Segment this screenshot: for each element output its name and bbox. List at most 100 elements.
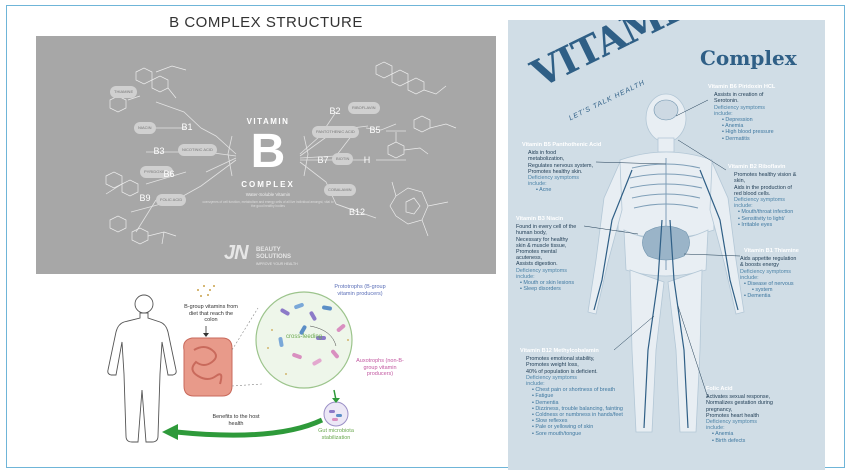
b12-text: Promotes emotional stability,	[526, 356, 595, 363]
b3-text: human body,	[516, 230, 547, 237]
b12-deficiency: include:	[526, 381, 545, 388]
gut-diagram-art	[107, 285, 353, 443]
b6-symptom: High blood pressure	[722, 129, 820, 135]
b12-heading: Vitamin B12 Methylcobalamin	[520, 348, 599, 354]
node-b12: B12	[348, 207, 365, 217]
microbiota-zoom-circle	[255, 291, 353, 389]
b12-symptom: Chest pain or shortness of breath	[532, 387, 660, 393]
microbiota-small-circle	[323, 401, 349, 427]
b6-symptom: Depression	[722, 117, 820, 123]
node-b2: B2	[329, 106, 341, 116]
b12-symptom: Pale or yellowing of skin	[532, 424, 660, 430]
gut-microbiota-diagram: B-group vitamins from diet that reach th…	[36, 278, 498, 468]
b1-symptom: system	[744, 287, 824, 293]
b1-heading: Vitamin B1 Thiamine	[744, 248, 799, 254]
chip-niacin: NIACIN	[134, 122, 156, 134]
chip-thiamine: THIAMINE	[110, 86, 138, 98]
chip-nicotinic-acid: NICOTINIC ACID	[178, 144, 217, 156]
folic-text: Normalizes gestation during	[706, 400, 773, 407]
b5-text: Regulates nervous system,	[528, 162, 594, 169]
block-b12: Vitamin B12 Methylcobalamin Promotes emo…	[520, 348, 660, 437]
node-b1: B1	[181, 122, 193, 132]
human-outline-icon	[107, 294, 177, 443]
complex-label: COMPLEX	[241, 180, 295, 189]
b2-heading: Vitamin B2 Riboflavin	[728, 164, 786, 170]
b3-text: skin & muscle tissue,	[516, 242, 567, 249]
cross-feeding-text: cross-feeding	[285, 334, 323, 340]
node-h: H	[363, 155, 371, 165]
b6-heading: Vitamin B6 Piridoxin HCL	[708, 84, 776, 90]
logo-name-line2: SOLUTIONS	[256, 254, 292, 260]
big-b-letter: B	[250, 125, 286, 178]
b12-symptom: Dementia	[532, 400, 660, 406]
auxotrophs-text: Auxotrophs (non-B-group vitamin producer…	[356, 358, 404, 377]
b12-text: 40% of population is deficient.	[526, 368, 598, 375]
b2-deficiency: Deficiency symptoms	[734, 197, 785, 204]
diet-vitamins-text: B-group vitamins from diet that reach th…	[184, 304, 238, 323]
b2-text: skin,	[734, 178, 746, 185]
folic-text: Activates sexual response,	[706, 394, 771, 401]
host-health-text: Benefits to the host health	[212, 414, 260, 427]
b1-text: & boosts energy	[740, 262, 779, 269]
stabilization-text: Gut microbiota stabilization	[318, 428, 354, 441]
b2-deficiency: include:	[734, 203, 753, 210]
node-b3: B3	[153, 146, 165, 156]
prototrophs-text: Prototrophs (B-group vitamin producers)	[334, 284, 386, 297]
b2-symptom: Irritable eyes	[738, 222, 822, 228]
b12-symptom: Slow reflexes	[532, 418, 660, 424]
body-anatomy-illustration	[583, 93, 745, 433]
vitamin-label: VITAMIN	[246, 117, 290, 126]
folic-heading: Folic Acid	[706, 386, 733, 392]
folic-text: Promotes heart health	[706, 412, 760, 419]
b12-deficiency: Deficiency symptoms	[526, 374, 577, 381]
folic-deficiency: Deficiency symptoms	[706, 419, 757, 426]
chip-cobalamin: COBALAMIN	[324, 184, 356, 196]
b12-text: Promotes weight loss,	[526, 362, 579, 369]
node-b6: B6	[163, 169, 175, 179]
b12-symptom: Sore mouth/tongue	[532, 431, 660, 437]
chip-riboflavin: RIBOFLAVIN	[348, 102, 380, 114]
chip-pantothenic-acid: PANTOTHENIC ACID	[312, 126, 359, 138]
logo-mark: JN	[224, 242, 249, 264]
block-b6: Vitamin B6 Piridoxin HCL Assists in crea…	[708, 84, 820, 142]
b3-heading: Vitamin B3 Niacin	[516, 216, 564, 222]
b5-deficiency: Deficiency symptoms	[528, 175, 579, 182]
b1-deficiency: include:	[740, 274, 759, 281]
b1-symptom: Dementia	[744, 293, 824, 299]
b6-symptom: Anemia	[722, 123, 820, 129]
block-folic-acid: Folic Acid Activates sexual response, No…	[706, 386, 818, 444]
b3-text: Promotes mental	[516, 249, 557, 256]
b1-text: Aids appetite regulation	[740, 256, 797, 263]
b2-text: red blood cells.	[734, 190, 771, 197]
small-description: coenzymes of cell function, metabolism a…	[202, 200, 334, 208]
logo-tagline: IMPROVE YOUR HEALTH	[256, 262, 298, 266]
chip-biotin: BIOTIN	[332, 153, 354, 165]
block-b2: Vitamin B2 Riboflavin Promotes healthy v…	[728, 164, 822, 228]
b12-symptom: Coldness or numbness in hands/feet	[532, 412, 660, 418]
b5-text: Promotes healthy skin.	[528, 168, 583, 175]
b6-text: Assists in creation of	[714, 92, 764, 99]
b-complex-panel: THIAMINE NIACIN NICOTINIC ACID PYRIDOXIN…	[36, 36, 496, 274]
folic-deficiency: include:	[706, 425, 725, 432]
b5-deficiency: include:	[528, 181, 547, 188]
b1-symptom: Disease of nervous	[744, 281, 824, 287]
folic-symptom: Anemia	[712, 431, 818, 437]
b6-deficiency: Deficiency symptoms	[714, 104, 765, 111]
folic-symptom: Birth defects	[712, 438, 818, 444]
b5-text: Aids in food	[528, 150, 557, 157]
b-complex-title: B COMPLEX STRUCTURE	[169, 14, 363, 31]
b5-text: metabolization,	[528, 156, 565, 163]
block-b3: Vitamin B3 Niacin Found in every cell of…	[516, 216, 606, 292]
node-b7: B7	[317, 155, 329, 165]
image-frame	[6, 5, 845, 468]
b2-text: Aids in the production of	[734, 184, 792, 191]
b2-symptom: Mouth/throat infection	[738, 209, 822, 215]
b12-symptom: Fatigue	[532, 393, 660, 399]
b6-symptom: Dermatitis	[722, 136, 820, 142]
node-b9: B9	[139, 193, 151, 203]
node-b5: B5	[369, 125, 381, 135]
jn-beauty-logo: JN BEAUTY SOLUTIONS IMPROVE YOUR HEALTH	[224, 242, 298, 266]
benefit-arrow	[175, 417, 324, 438]
block-b1: Vitamin B1 Thiamine Aids appetite regula…	[740, 248, 824, 300]
poster-title-complex: Complex	[700, 46, 797, 70]
